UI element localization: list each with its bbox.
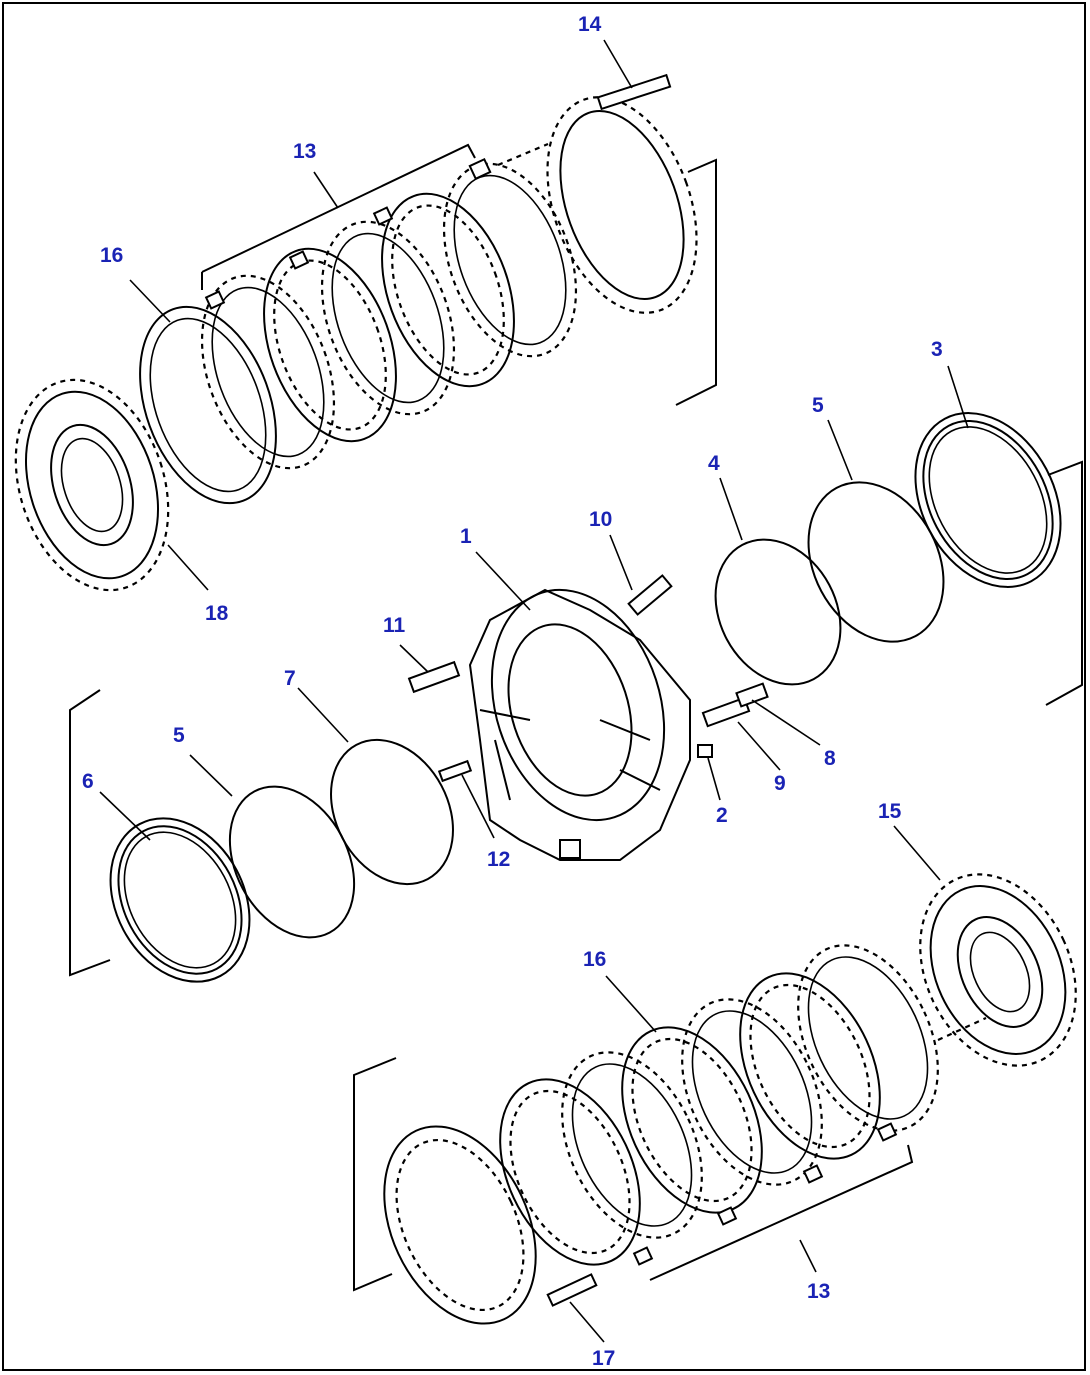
callout-2: 2 [716, 804, 728, 827]
upper-end-plate [546, 96, 698, 314]
callout-12: 12 [487, 848, 510, 871]
upper-plate-stack [200, 162, 578, 470]
lower-pack-bracket [353, 1057, 397, 1292]
ring-5-right [807, 481, 945, 643]
callout-10: 10 [589, 508, 612, 531]
upper-part-18 [14, 378, 170, 592]
ring-7 [330, 738, 454, 886]
callout-labels: 14 13 16 18 3 5 4 10 1 11 7 5 6 8 9 2 12… [82, 13, 943, 1370]
upper-clutch-pack [14, 73, 717, 592]
callout-13-top: 13 [293, 140, 316, 163]
bolt-10 [627, 574, 673, 616]
callout-11: 11 [383, 614, 406, 637]
lower-clutch-pack [353, 873, 1077, 1325]
callout-18: 18 [205, 602, 229, 625]
lower-13-bracket [649, 1144, 914, 1281]
callout-14-top: 14 [578, 13, 602, 36]
lower-end-plate [383, 1125, 537, 1325]
upper-13-bracket [201, 143, 476, 290]
callout-13-bottom: 13 [807, 1280, 830, 1303]
ring-4 [714, 538, 842, 686]
lower-part-15 [919, 873, 1077, 1067]
callout-1: 1 [460, 525, 472, 548]
center-housing-1 [468, 588, 691, 861]
upper-plate-16 [139, 305, 277, 505]
callout-5-left: 5 [173, 724, 185, 747]
callout-9: 9 [774, 772, 786, 795]
pin-14 [596, 73, 672, 111]
callout-6: 6 [82, 770, 94, 793]
callout-15: 15 [878, 800, 902, 823]
pin-12 [437, 759, 473, 783]
bolt-11 [407, 660, 461, 694]
lower-springs [632, 1017, 987, 1266]
callout-16-top: 16 [100, 244, 123, 267]
callout-3: 3 [931, 338, 943, 361]
callout-4: 4 [708, 452, 720, 475]
left-ring-bracket [69, 689, 111, 977]
plug-8 [735, 682, 769, 708]
pin-17 [546, 1273, 598, 1307]
seal-6 [109, 817, 251, 983]
callout-17: 17 [592, 1347, 615, 1370]
upper-pack-bracket [675, 158, 717, 406]
callout-7: 7 [284, 667, 296, 690]
part-2 [697, 744, 713, 758]
callout-16-bottom: 16 [583, 948, 606, 971]
leader-lines [99, 39, 969, 1343]
right-ring-bracket [1045, 460, 1083, 706]
seal-3 [914, 412, 1062, 588]
callout-5-right: 5 [812, 394, 824, 417]
callout-8: 8 [824, 747, 836, 770]
upper-springs [204, 142, 549, 310]
lower-plate-stack [499, 944, 939, 1266]
